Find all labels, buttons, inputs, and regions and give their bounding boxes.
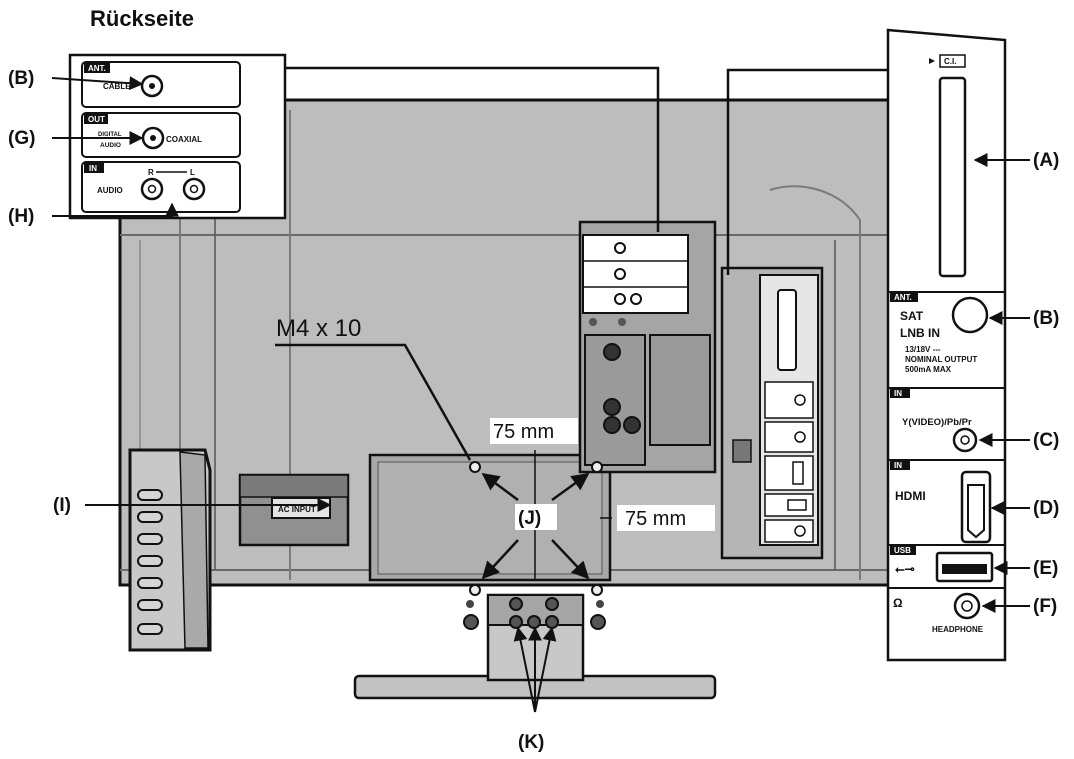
vesa-hole-top-right bbox=[591, 461, 603, 473]
stand-screw-6 bbox=[463, 614, 479, 630]
headphone-label: HEADPHONE bbox=[932, 625, 984, 634]
hdmi-in-tag: IN bbox=[894, 461, 902, 470]
stand-screw-4 bbox=[545, 615, 559, 629]
usb-icon: ⭠⊸ bbox=[895, 562, 915, 576]
vesa-vertical-label: 75 mm bbox=[625, 508, 686, 530]
callout-g: (G) bbox=[8, 128, 35, 149]
left-out-tag: OUT bbox=[88, 115, 105, 124]
lnb-spec-3: 500mA MAX bbox=[905, 365, 952, 374]
lnb-in-label: LNB IN bbox=[900, 326, 940, 340]
lnb-spec-2: NOMINAL OUTPUT bbox=[905, 355, 977, 364]
callout-e: (E) bbox=[1033, 558, 1058, 579]
callout-a: (A) bbox=[1033, 150, 1059, 171]
stand-screw-5 bbox=[527, 615, 541, 629]
ac-input-block: AC INPUT bbox=[238, 473, 350, 547]
audio-l-label: L bbox=[190, 168, 195, 177]
side-button-4[interactable] bbox=[137, 555, 163, 567]
side-button-5[interactable] bbox=[137, 577, 163, 589]
screw-spec-leader bbox=[275, 343, 472, 461]
audio-in-label: AUDIO bbox=[97, 186, 123, 195]
vesa-hole-bottom-left bbox=[469, 584, 481, 596]
stand-screw-3 bbox=[509, 615, 523, 629]
right-ant-tag: ANT. bbox=[894, 293, 912, 302]
callout-b-left: (B) bbox=[8, 68, 34, 89]
callout-k: (K) bbox=[518, 732, 544, 753]
side-buttons-bumper bbox=[128, 448, 212, 652]
ypbpr-label: Y(VIDEO)/Pb/Pr bbox=[902, 417, 972, 428]
stand-screw-7 bbox=[590, 614, 606, 630]
callout-j: (J) bbox=[518, 508, 541, 529]
sat-label: SAT bbox=[900, 309, 924, 323]
vesa-holes bbox=[466, 461, 604, 608]
stand-screws bbox=[463, 597, 606, 630]
diagram-title: Rückseite bbox=[90, 6, 194, 31]
callout-c: (C) bbox=[1033, 430, 1059, 451]
stand-screw-2 bbox=[545, 597, 559, 611]
audio-r-label: R bbox=[148, 168, 154, 177]
sat-lnb-socket[interactable] bbox=[951, 296, 989, 334]
vesa-hole-top-left bbox=[469, 461, 481, 473]
rear-terminal-block bbox=[578, 220, 717, 474]
side-button-6[interactable] bbox=[137, 599, 163, 611]
leader-inset-left bbox=[285, 66, 660, 232]
usb-tag: USB bbox=[894, 546, 911, 555]
side-button-1[interactable] bbox=[137, 489, 163, 501]
vesa-hole-bottom-right bbox=[591, 584, 603, 596]
side-terminal-strip bbox=[720, 266, 824, 560]
vesa-horizontal-label: 75 mm bbox=[493, 421, 554, 443]
callout-f: (F) bbox=[1033, 596, 1057, 617]
digital-audio-line1: DIGITAL bbox=[98, 132, 122, 138]
callout-d: (D) bbox=[1033, 498, 1059, 519]
side-button-7[interactable] bbox=[137, 623, 163, 635]
left-inset-panel: ANT. CABLE OUT DIGITAL AUDIO COAXIAL IN … bbox=[68, 53, 287, 220]
side-button-2[interactable] bbox=[137, 511, 163, 523]
side-button-3[interactable] bbox=[137, 533, 163, 545]
stand-screw-1 bbox=[509, 597, 523, 611]
digital-audio-line2: AUDIO bbox=[100, 142, 121, 149]
callout-h: (H) bbox=[8, 206, 34, 227]
left-in-tag: IN bbox=[89, 164, 97, 173]
screw-spec: M4 x 10 bbox=[276, 315, 361, 342]
right-side-panel: C.I. ANT. SAT LNB IN 13/18V --- NOMINAL … bbox=[886, 28, 1007, 662]
ypbpr-in-tag: IN bbox=[894, 389, 902, 398]
callout-i: (I) bbox=[53, 495, 71, 516]
callout-k-arrows bbox=[513, 626, 557, 713]
headphone-icon: Ω bbox=[893, 596, 903, 610]
callout-j-arrows bbox=[481, 472, 590, 580]
callout-b-right: (B) bbox=[1033, 308, 1059, 329]
hdmi-label: HDMI bbox=[895, 489, 926, 503]
ci-slot[interactable] bbox=[938, 76, 967, 278]
left-ant-tag: ANT. bbox=[88, 64, 106, 73]
lnb-spec-1: 13/18V --- bbox=[905, 345, 941, 354]
leader-side-panel bbox=[726, 68, 888, 275]
ci-label: C.I. bbox=[944, 57, 956, 66]
coaxial-label: COAXIAL bbox=[166, 135, 202, 144]
ac-input-label: AC INPUT bbox=[278, 505, 316, 514]
left-cable-label: CABLE bbox=[103, 82, 131, 91]
